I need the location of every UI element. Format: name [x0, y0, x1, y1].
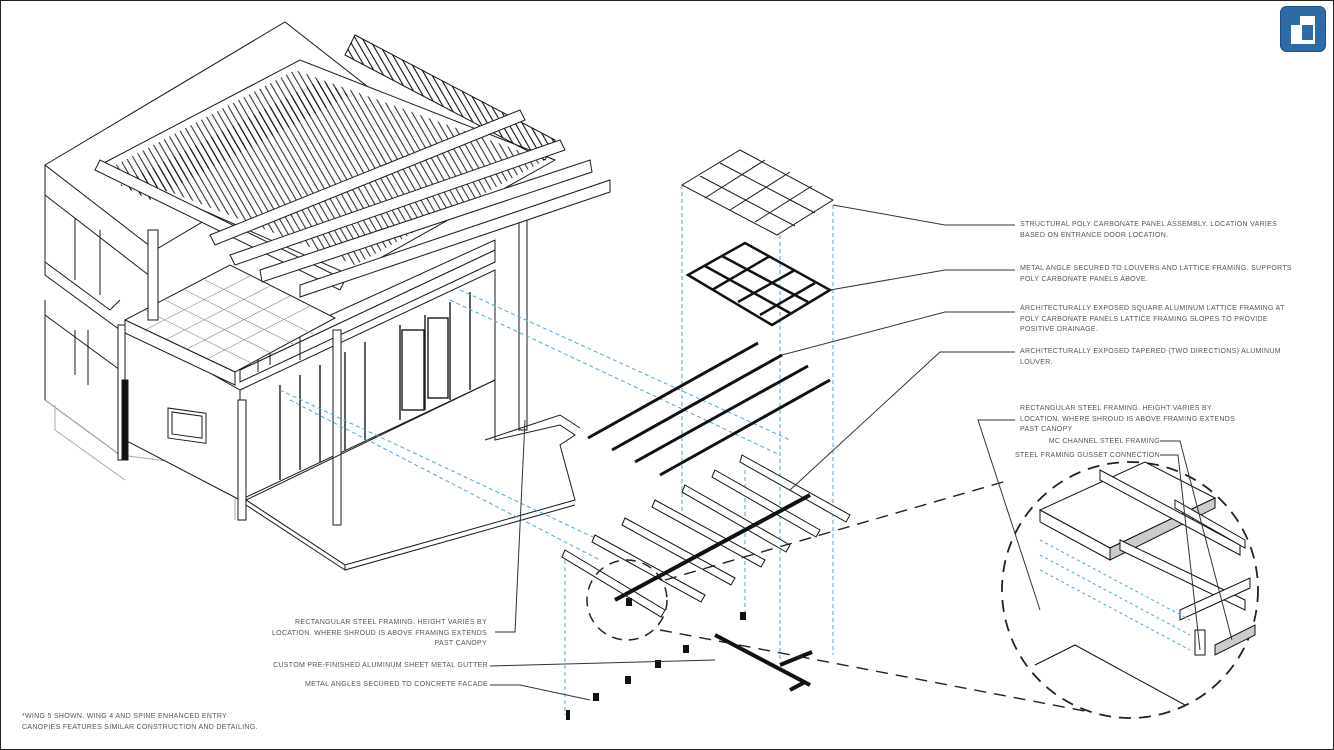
note-lattice-framing: ARCHITECTURALLY EXPOSED SQUARE ALUMINUM …	[1020, 305, 1285, 333]
footnote: *WING 5 SHOWN. WING 4 AND SPINE ENHANCED…	[22, 713, 258, 731]
note-steel-framing-left: RECTANGULAR STEEL FRAMING. HEIGHT VARIES…	[271, 619, 487, 647]
metal-angle-frame	[685, 241, 833, 327]
connection-clips	[566, 598, 746, 720]
note-louver: ARCHITECTURALLY EXPOSED TAPERED (TWO DIR…	[1020, 348, 1281, 366]
detail-callout-large	[1001, 461, 1259, 719]
storefront	[279, 292, 471, 480]
leader-lines	[489, 204, 1233, 701]
louvers	[561, 454, 851, 618]
note-steel-framing-detail: RECTANGULAR STEEL FRAMING. HEIGHT VARIES…	[1020, 405, 1236, 433]
steel-beam	[614, 493, 813, 692]
left-wing-floor-2	[44, 195, 121, 311]
polycarbonate-panel-assembly	[680, 149, 834, 236]
note-panel-assembly: STRUCTURAL POLY CARBONATE PANEL ASSEMBLY…	[1020, 221, 1278, 239]
detail-callout-small	[586, 559, 668, 641]
note-metal-angle: METAL ANGLE SECURED TO LOUVERS AND LATTI…	[1020, 265, 1292, 283]
front-window	[167, 407, 207, 444]
roof-lattice	[94, 34, 611, 298]
lattice-bars	[587, 341, 831, 477]
ground-slab	[244, 379, 576, 566]
firm-logo-icon	[1280, 6, 1326, 52]
note-mc-channel: MC CHANNEL STEEL FRAMING	[1048, 438, 1160, 445]
columns	[117, 219, 528, 526]
note-metal-angles-facade: METAL ANGLES SECURED TO CONCRETE FACADE	[305, 681, 488, 688]
projection-lines	[279, 185, 834, 715]
note-gusset: STEEL FRAMING GUSSET CONNECTION	[1014, 452, 1160, 459]
note-gutter: CUSTOM PRE-FINISHED ALUMINUM SHEET METAL…	[273, 662, 488, 669]
left-wing-floor-1	[44, 300, 121, 371]
